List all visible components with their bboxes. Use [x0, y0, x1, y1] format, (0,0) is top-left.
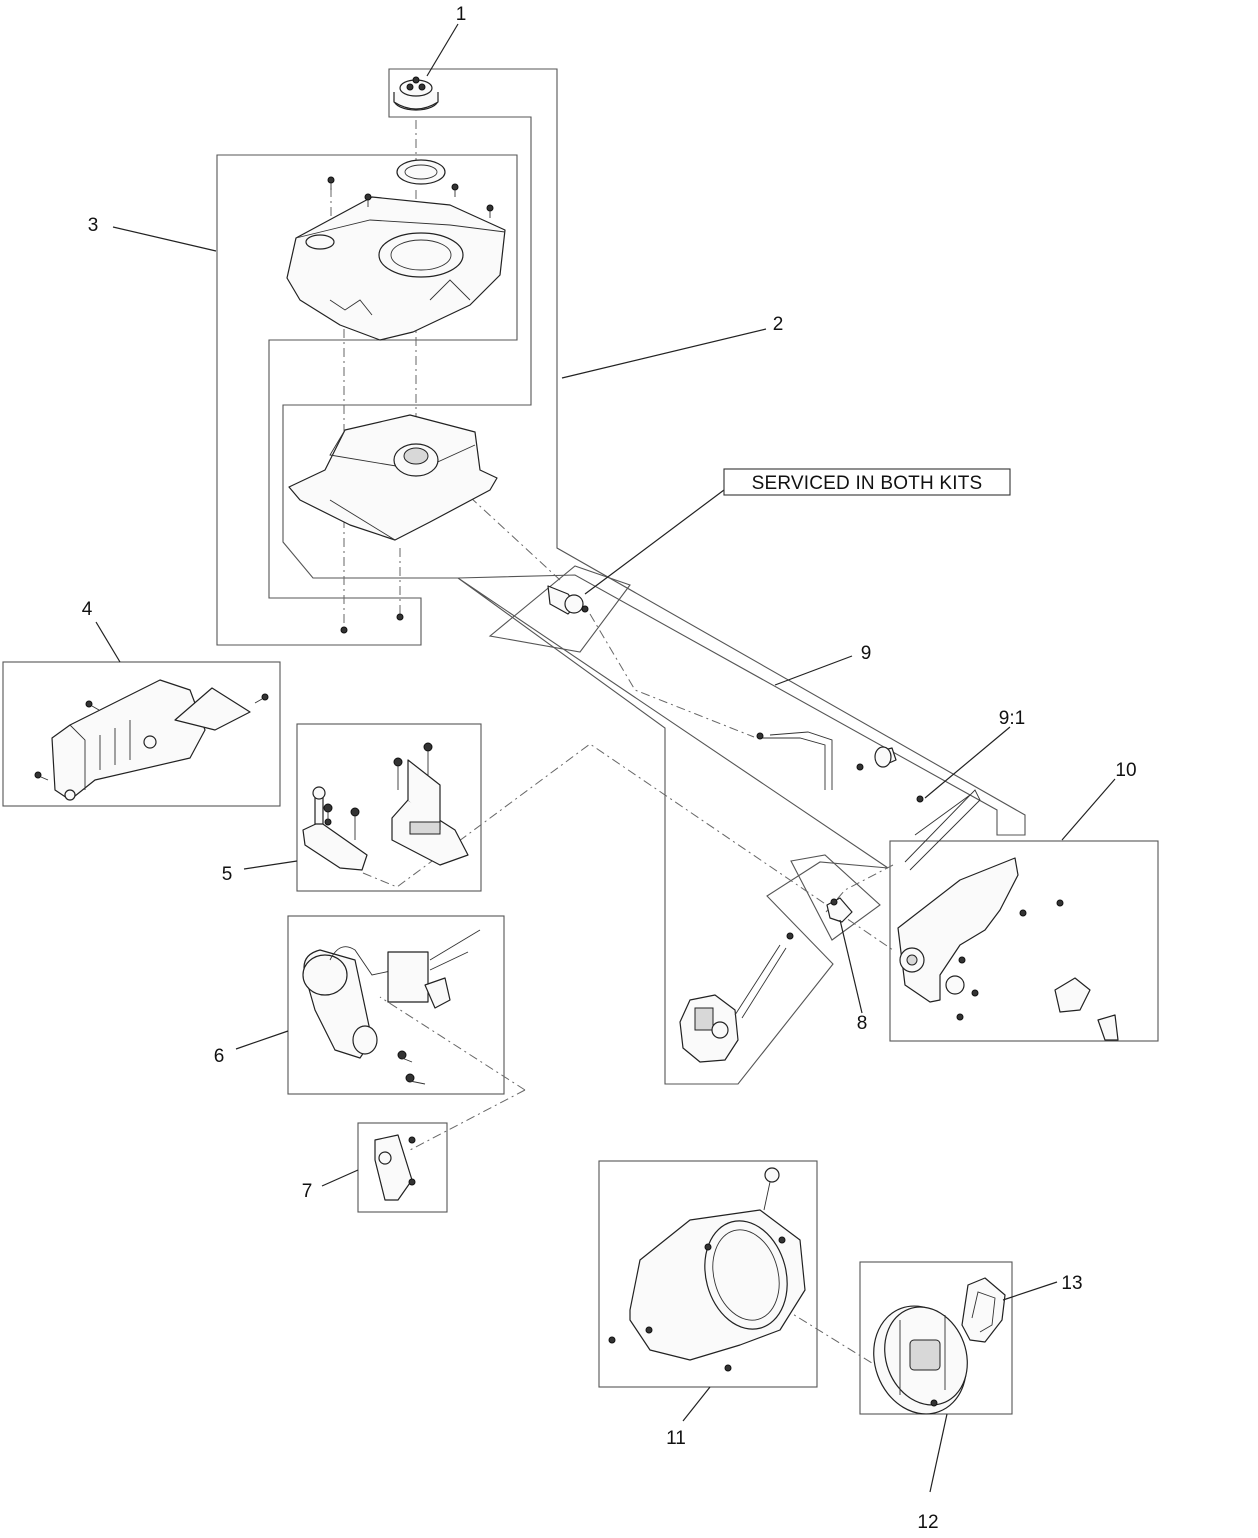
- callout-3: 3: [88, 215, 99, 236]
- kit-5-boundary: [296, 723, 482, 892]
- screw-icon: [34, 693, 269, 781]
- screw-icon: [956, 899, 1064, 1021]
- starter-handle-icon: [961, 1277, 1006, 1343]
- kit-4-boundary: [2, 661, 281, 807]
- bracket-kit-icon: [302, 759, 469, 871]
- note-text: SERVICED IN BOTH KITS: [752, 473, 983, 494]
- nut-icon: [340, 613, 404, 634]
- callout-13: 13: [1061, 1273, 1082, 1294]
- fuel-cap-icon: [393, 76, 439, 111]
- carburetor-kit-icon: [786, 897, 853, 940]
- kit-3-boundary: [216, 154, 518, 646]
- kit-2-boundary: [282, 68, 1026, 836]
- control-panel-icon: [897, 857, 1119, 1041]
- callout-1: 1: [456, 4, 467, 25]
- starter-bracket-icon: [374, 1134, 416, 1201]
- callout-4: 4: [82, 599, 93, 620]
- callout-8: 8: [857, 1013, 868, 1034]
- screw-icon: [327, 176, 494, 218]
- kit-7-boundary: [357, 1122, 448, 1213]
- screw-icon: [608, 1236, 786, 1372]
- leader-lines: [95, 23, 1116, 1493]
- callout-11: 11: [666, 1428, 686, 1449]
- serviced-note: SERVICED IN BOTH KITS: [723, 468, 1011, 496]
- shared-parts-boundary: [488, 565, 631, 653]
- callout-labels: 1 2 3 4 5 6 7 8 9 9:1 10 11 12 13: [82, 4, 1137, 1533]
- callout-9-1: 9:1: [999, 708, 1025, 729]
- callout-12: 12: [917, 1512, 938, 1533]
- callout-6: 6: [214, 1046, 225, 1067]
- electric-starter-icon: [302, 929, 481, 1059]
- callout-5: 5: [222, 864, 233, 885]
- bolt-icon: [397, 1050, 426, 1085]
- kit-10-boundary: [889, 840, 1159, 1042]
- callout-7: 7: [302, 1181, 313, 1202]
- kit-boundaries: [2, 68, 1159, 1415]
- gasket-ring-icon: [396, 159, 446, 185]
- callout-9: 9: [861, 643, 872, 664]
- fuel-filter-icon: [874, 746, 924, 803]
- fuel-valve-icon: [547, 585, 589, 615]
- kit-8-outer-boundary: [457, 577, 889, 1085]
- kit-8-boundary: [790, 854, 881, 941]
- blower-housing-icon: [629, 1167, 806, 1361]
- callout-2: 2: [773, 314, 784, 335]
- fuel-tank-shroud-icon: [286, 196, 506, 341]
- screw-icon: [323, 742, 433, 840]
- recoil-starter-icon: [873, 1305, 968, 1415]
- kit-12-boundary: [859, 1261, 1013, 1415]
- note-box: [723, 468, 1011, 496]
- callout-10: 10: [1115, 760, 1136, 781]
- carburetor-icon: [679, 944, 787, 1063]
- fuel-tank-icon: [288, 414, 498, 541]
- air-filter-bracket-icon: [51, 679, 251, 801]
- kit-11-boundary: [598, 1160, 818, 1388]
- kit-6-boundary: [287, 915, 505, 1095]
- fuel-line-kit-icon: [756, 731, 981, 871]
